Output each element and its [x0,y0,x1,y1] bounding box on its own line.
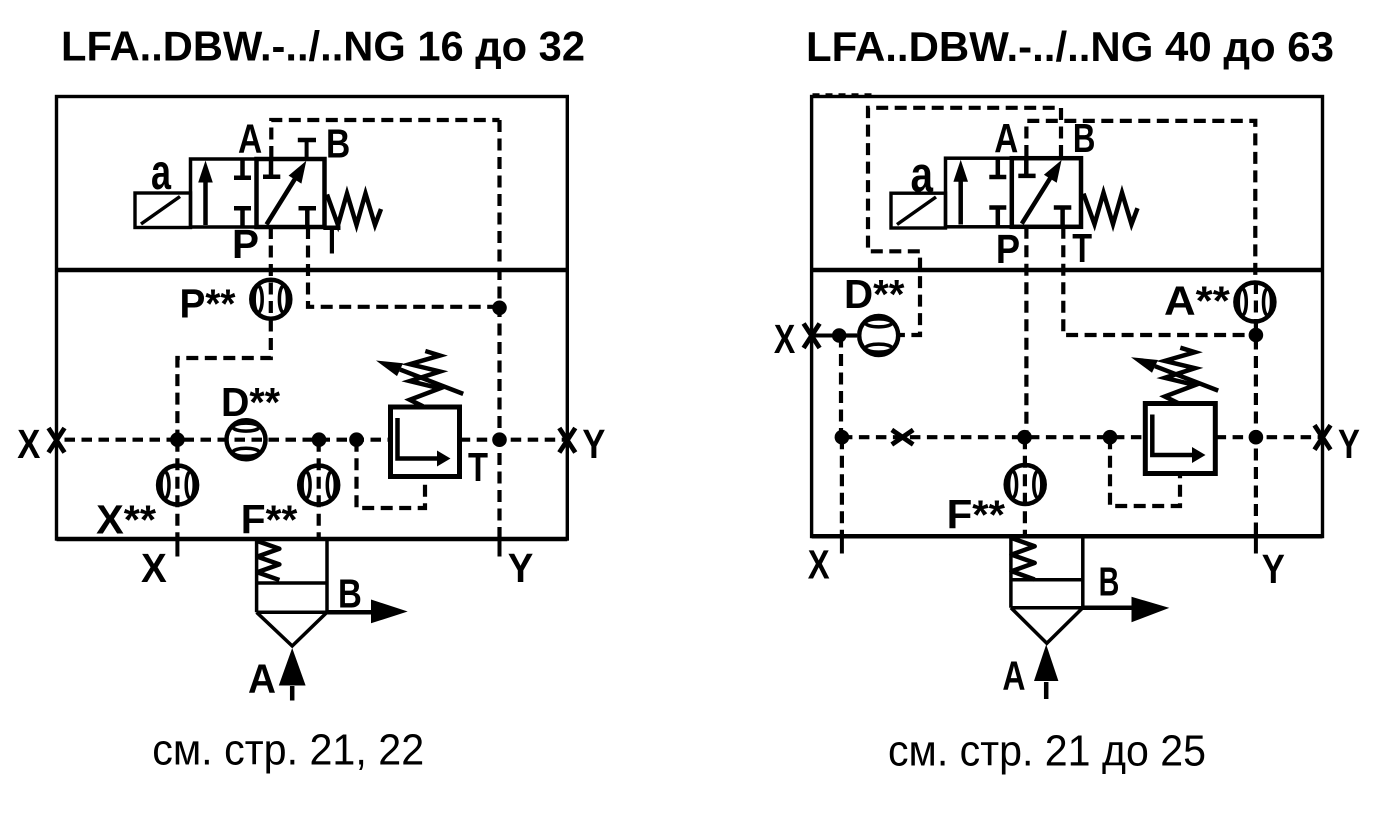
svg-text:X: X [141,545,167,591]
svg-text:P: P [232,221,259,267]
svg-text:Y: Y [1338,421,1360,467]
svg-text:A: A [238,115,262,161]
svg-text:см. стр. 21 до 25: см. стр. 21 до 25 [888,728,1206,776]
svg-text:X: X [774,316,795,362]
svg-text:D**: D** [221,379,280,425]
svg-text:X: X [17,421,40,467]
svg-text:A: A [248,656,276,702]
svg-text:T: T [468,444,488,490]
svg-text:B: B [1073,115,1096,161]
svg-text:a: a [151,144,172,200]
svg-text:Y: Y [582,421,605,467]
svg-text:A**: A** [1164,278,1230,324]
svg-text:LFA..DBW.-../..NG 16 до 32: LFA..DBW.-../..NG 16 до 32 [61,23,585,70]
svg-text:LFA..DBW.-../..NG 40 до 63: LFA..DBW.-../..NG 40 до 63 [806,23,1334,70]
svg-text:F**: F** [947,491,1005,537]
svg-text:B: B [338,571,362,617]
svg-text:см. стр. 21, 22: см. стр. 21, 22 [152,727,424,775]
svg-text:T: T [323,217,341,263]
svg-text:B: B [1099,559,1120,605]
svg-text:a: a [911,147,934,203]
svg-text:Y: Y [508,545,534,591]
svg-text:T: T [1072,225,1092,271]
svg-text:F**: F** [241,497,298,543]
svg-text:X: X [808,541,830,587]
svg-text:P: P [996,226,1020,272]
svg-text:X**: X** [96,497,156,543]
svg-text:Y: Y [1262,546,1285,592]
svg-text:P**: P** [180,281,236,327]
svg-text:D**: D** [844,271,905,317]
svg-text:A: A [1002,652,1025,698]
svg-text:B: B [326,120,350,166]
svg-text:A: A [994,115,1018,161]
